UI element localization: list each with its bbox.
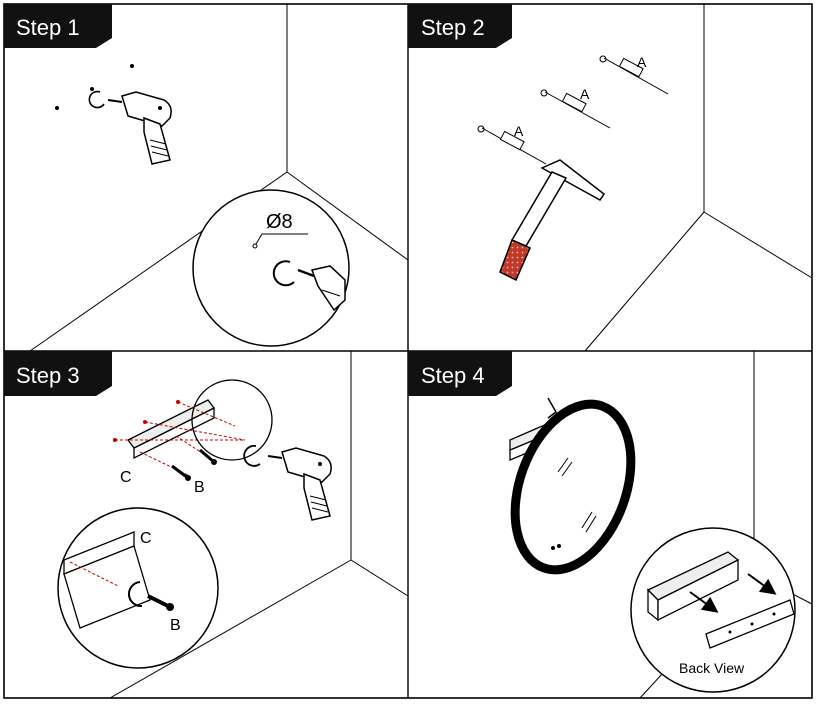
panel-step-2: Step 2 A A A — [408, 4, 813, 352]
rotate-arrow-icon — [243, 444, 261, 467]
bracket-icon — [63, 531, 151, 629]
part-label-a: A — [514, 123, 524, 139]
back-view-label: Back View — [679, 660, 745, 676]
arrow-down-icon — [689, 591, 719, 613]
step-3-label: Step 3 — [4, 351, 112, 396]
screw-icon — [147, 594, 174, 611]
hammer-grip — [499, 238, 531, 282]
step-2-label: Step 2 — [408, 4, 512, 48]
part-label-a: A — [580, 86, 590, 102]
part-label-b: B — [170, 617, 181, 634]
part-label-c: C — [140, 530, 152, 547]
bracket-icon — [646, 551, 740, 622]
bracket-icon — [705, 599, 795, 649]
detail-magnifier — [191, 379, 273, 461]
drill-hole — [55, 106, 59, 110]
panel-step-3: Step 3 C B — [4, 351, 409, 699]
rotate-arrow-icon — [88, 90, 105, 109]
drill-icon — [297, 265, 346, 312]
diameter-label: Ø8 — [266, 211, 293, 233]
drill-icon — [267, 447, 332, 521]
arrow-down-icon — [547, 397, 557, 419]
step-2-label-text: Step 2 — [421, 15, 485, 40]
panel-step-1: Step 1 Ø8 — [4, 4, 409, 352]
drill-icon — [107, 91, 172, 165]
step-4-label-text: Step 4 — [421, 363, 485, 388]
part-label-a: A — [637, 54, 647, 70]
wall-anchor-icon: A — [477, 123, 547, 165]
alignment-line — [144, 421, 246, 441]
alignment-line — [69, 561, 119, 587]
step-1-label-text: Step 1 — [16, 15, 80, 40]
detail-callout: Ø8 — [252, 211, 308, 249]
panel-step-4: Step 4 Back View — [408, 351, 813, 699]
screw-icon — [171, 464, 191, 481]
drill-hole — [130, 64, 134, 68]
wall-anchor-icon: A — [599, 54, 669, 95]
detail-magnifier — [192, 189, 350, 347]
part-label-c: C — [120, 469, 132, 486]
rotate-arrow-icon — [272, 260, 295, 287]
mirror-icon — [510, 399, 636, 575]
step-4-label: Step 4 — [408, 351, 512, 396]
arrow-down-icon — [747, 573, 777, 595]
hammer-icon — [499, 159, 606, 282]
drill-hole — [90, 87, 94, 91]
screw-icon — [199, 448, 217, 465]
alignment-line — [177, 401, 236, 427]
wall-anchor-icon: A — [540, 86, 611, 129]
rotate-arrow-icon — [128, 581, 143, 608]
step-3-label-text: Step 3 — [16, 363, 80, 388]
part-label-b: B — [194, 479, 205, 496]
alignment-line — [175, 435, 211, 459]
step-1-label: Step 1 — [4, 4, 112, 48]
